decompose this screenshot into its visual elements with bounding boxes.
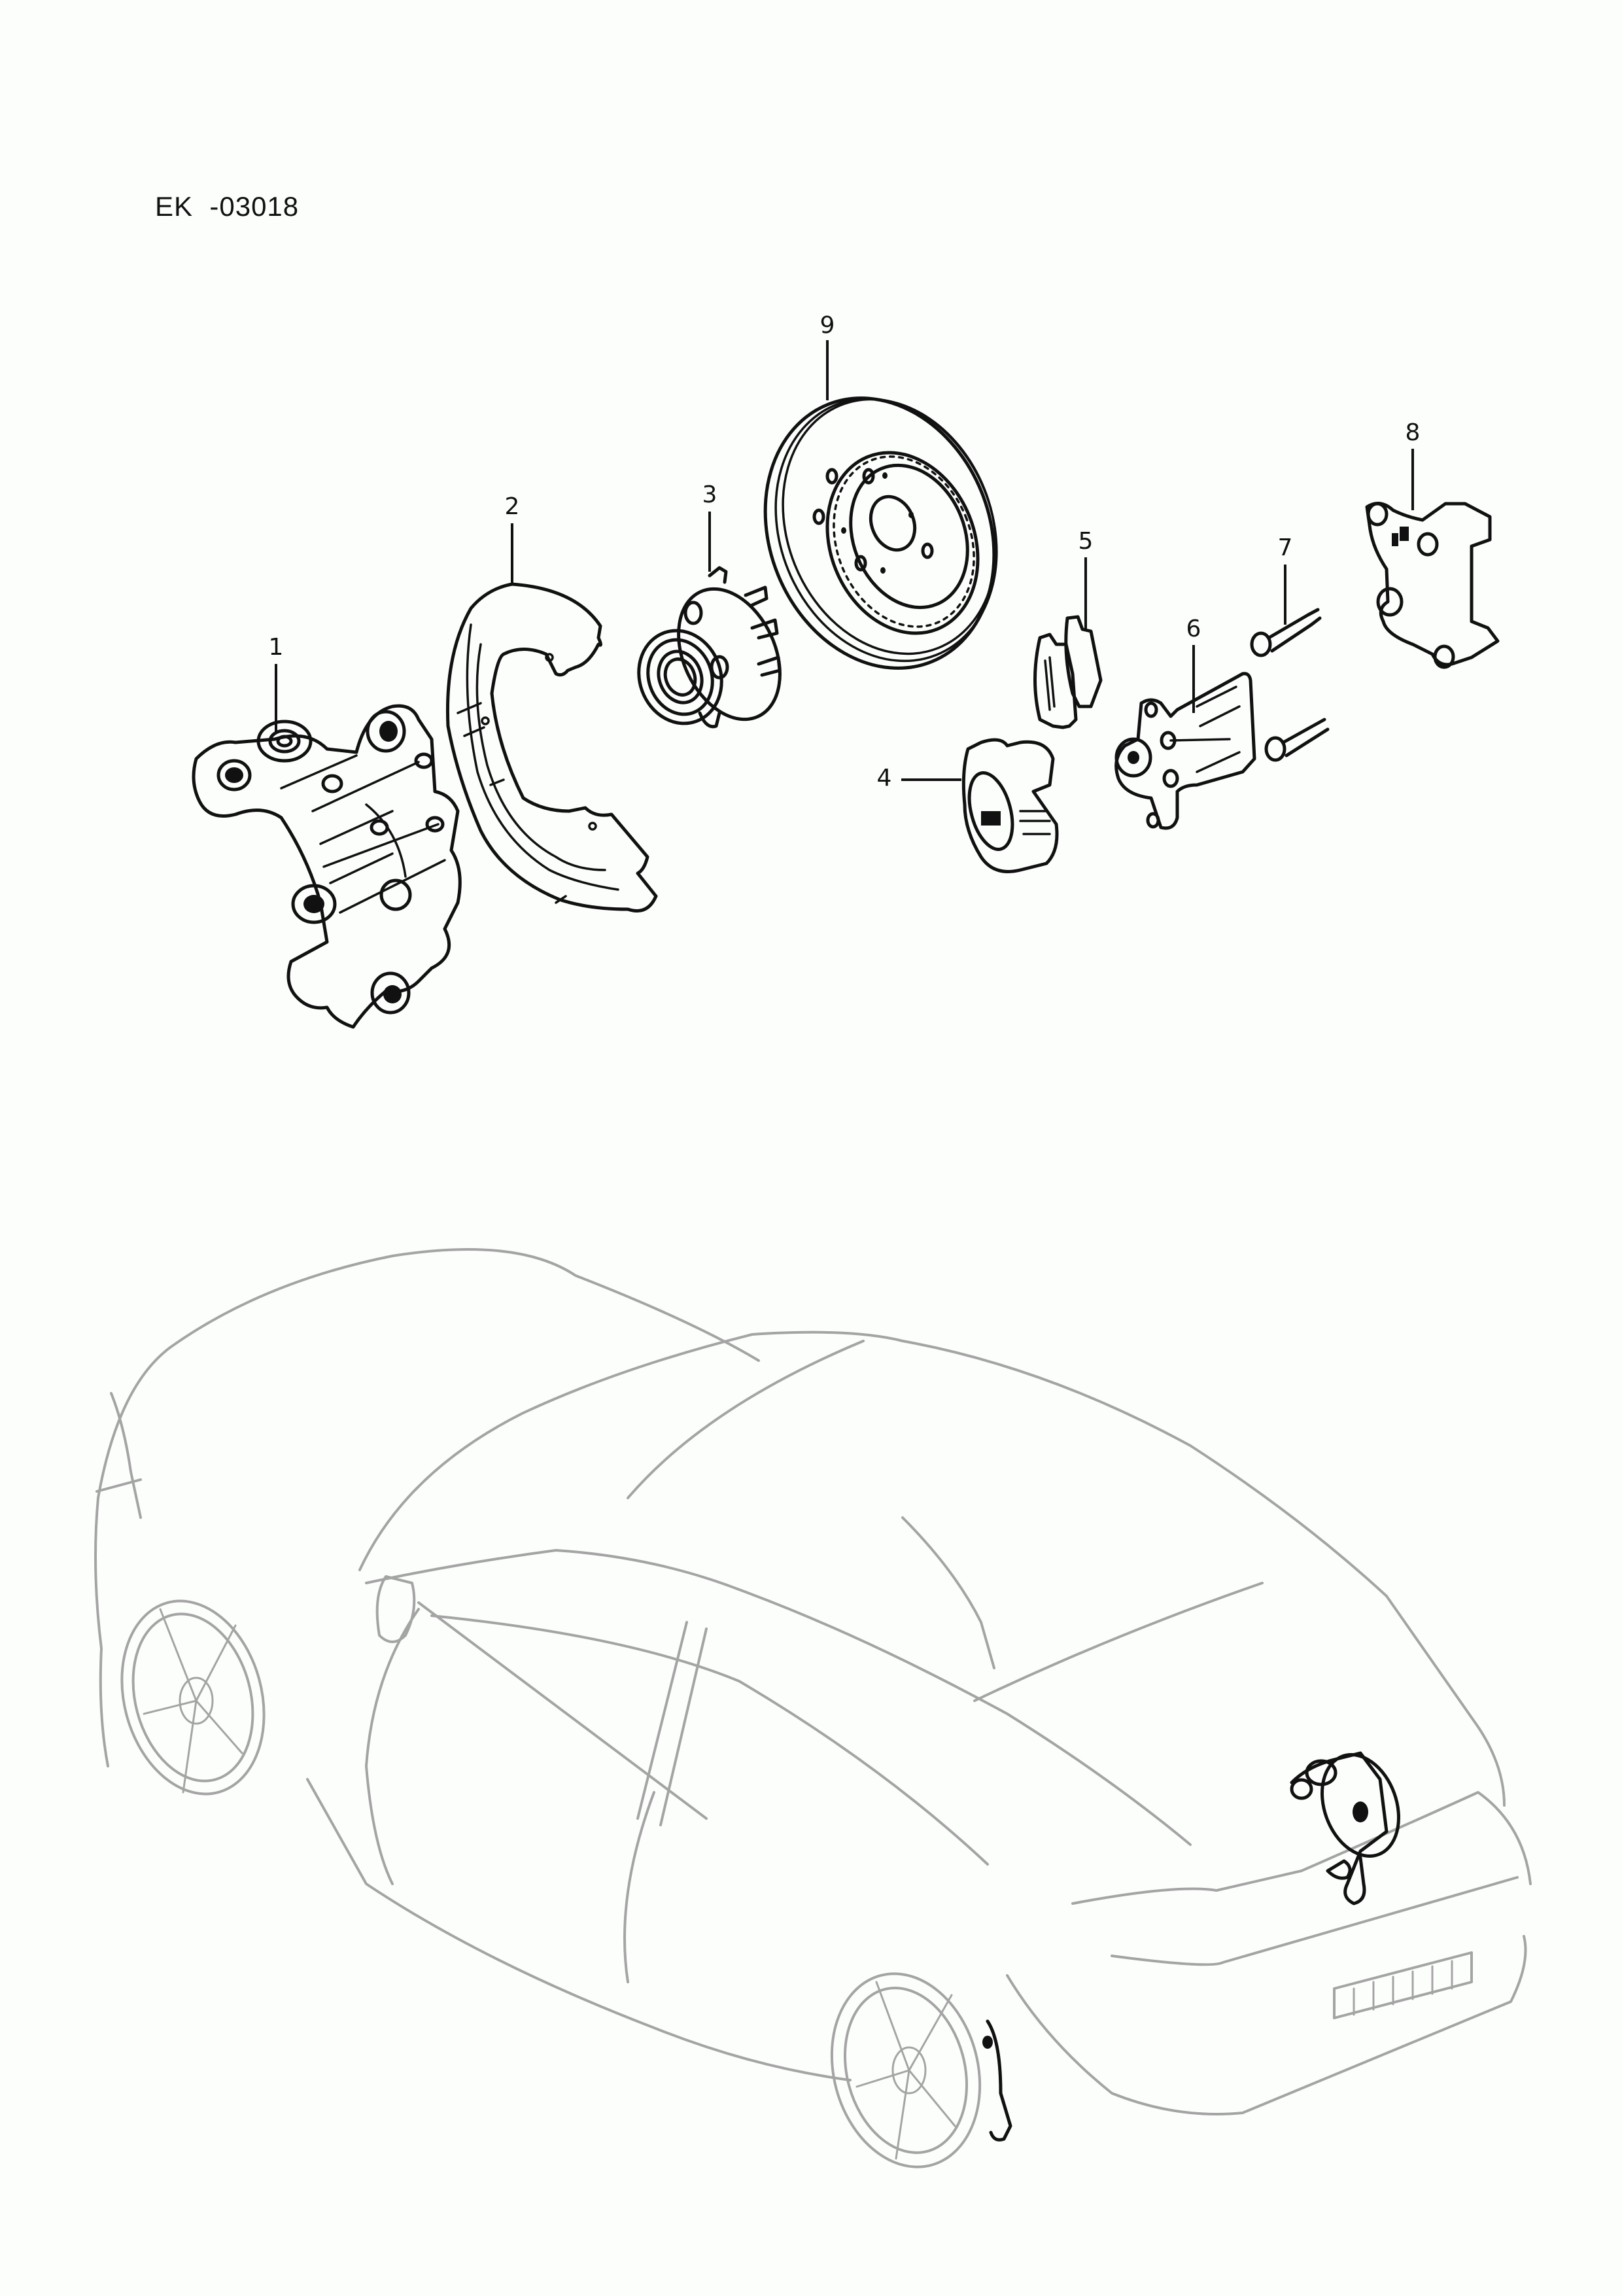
caliper-bracket-part-8 <box>1365 502 1500 669</box>
brake-pads-part-5 <box>1033 615 1103 729</box>
parking-brake-motor-part-4 <box>961 738 1059 873</box>
callout-1-label: 1 <box>268 634 284 661</box>
highlighted-rear-brake-assembly <box>982 1751 1400 2142</box>
callout-3-label: 3 <box>702 481 717 508</box>
callout-2-label: 2 <box>504 493 520 520</box>
brake-disc-part-9 <box>763 396 998 670</box>
brake-caliper-part-6 <box>1114 672 1256 830</box>
diagram-code: EK -03018 <box>155 191 300 222</box>
knuckle-part-1 <box>192 704 462 1029</box>
callout-4-label: 4 <box>876 765 892 791</box>
callout-5-label: 5 <box>1078 528 1094 555</box>
wheel-hub-part-3 <box>637 566 782 729</box>
callout-6-label: 6 <box>1186 616 1201 642</box>
callout-8-label: 8 <box>1405 419 1421 446</box>
guide-pin-bolts-part-7 <box>1250 608 1330 762</box>
car-outline <box>94 1248 1532 2168</box>
dust-shield-part-2 <box>445 582 658 913</box>
callout-7-label: 7 <box>1277 534 1293 561</box>
callout-9-label: 9 <box>820 312 835 339</box>
